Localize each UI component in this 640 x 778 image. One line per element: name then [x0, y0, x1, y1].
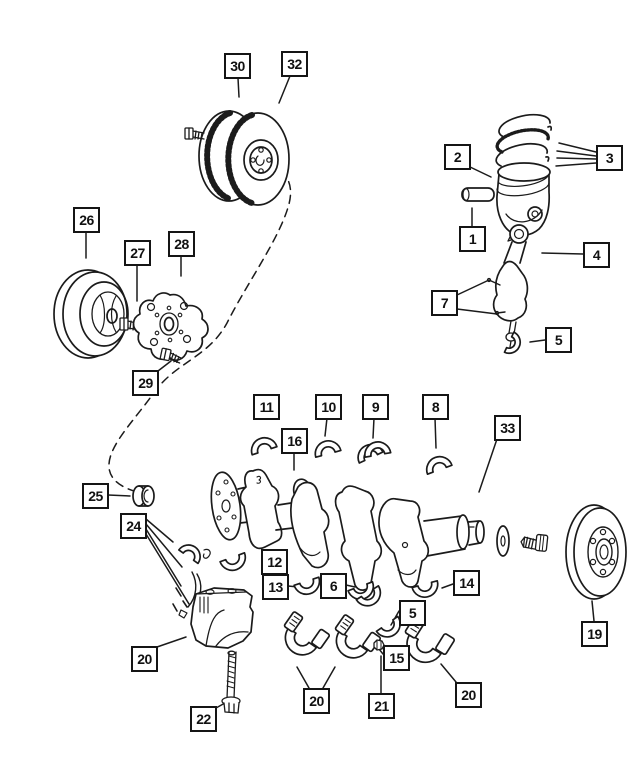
piston-pin	[462, 188, 494, 201]
callout-20-right[interactable]: 20	[455, 682, 482, 708]
callout-11[interactable]: 11	[253, 394, 280, 420]
upper-bearing-shells	[247, 433, 453, 475]
leader-line	[157, 637, 186, 647]
callout-20-middle[interactable]: 20	[303, 688, 330, 714]
callout-8[interactable]: 8	[422, 394, 449, 420]
crankshaft	[207, 470, 484, 591]
piston	[497, 163, 550, 241]
leader-line	[441, 664, 456, 682]
callout-28[interactable]: 28	[168, 231, 195, 257]
callout-6[interactable]: 6	[320, 573, 347, 599]
leader-line	[442, 584, 453, 588]
flywheel-bolt	[185, 128, 204, 139]
main-bearing-cap-front	[191, 588, 253, 648]
leader-line	[238, 78, 239, 97]
leader-line	[592, 601, 594, 621]
leader-line	[542, 253, 583, 254]
callout-25[interactable]: 25	[82, 483, 109, 509]
callout-24[interactable]: 24	[120, 513, 147, 539]
callout-1[interactable]: 1	[459, 226, 486, 252]
leader-line	[158, 361, 171, 371]
piston-rings	[496, 115, 551, 166]
leader-line	[108, 495, 130, 496]
leader-lines	[86, 76, 596, 708]
callout-5-rod-bearing[interactable]: 5	[545, 327, 572, 353]
stud-nut	[374, 640, 384, 650]
callout-3[interactable]: 3	[596, 145, 623, 171]
callout-33[interactable]: 33	[494, 415, 521, 441]
leader-line	[468, 166, 491, 177]
leader-line	[146, 519, 189, 604]
flywheel	[199, 111, 289, 205]
callout-14[interactable]: 14	[453, 570, 480, 596]
callout-20-left[interactable]: 20	[131, 646, 158, 672]
leader-line	[556, 143, 596, 166]
callout-13[interactable]: 13	[262, 574, 289, 600]
damper-flange	[133, 293, 208, 360]
leader-line	[530, 340, 545, 342]
leader-line	[346, 585, 355, 587]
callout-9[interactable]: 9	[362, 394, 389, 420]
main-bearing-cap	[324, 612, 382, 668]
callout-19[interactable]: 19	[581, 621, 608, 647]
leader-line	[297, 667, 335, 688]
callout-27[interactable]: 27	[124, 240, 151, 266]
flange-bolt	[160, 348, 183, 363]
leader-line	[279, 76, 290, 103]
callout-21[interactable]: 21	[368, 693, 395, 719]
pilot-bushing	[133, 486, 154, 506]
callout-5-main-bearing[interactable]: 5	[399, 600, 426, 626]
callout-32[interactable]: 32	[281, 51, 308, 77]
callout-15[interactable]: 15	[383, 645, 410, 671]
leader-line	[325, 418, 327, 436]
crank-pulley	[54, 270, 128, 358]
callout-10[interactable]: 10	[315, 394, 342, 420]
callout-2[interactable]: 2	[444, 144, 471, 170]
pulley-bolt	[120, 318, 140, 330]
crank-washer	[497, 526, 509, 556]
callout-16[interactable]: 16	[281, 428, 308, 454]
callout-4[interactable]: 4	[583, 242, 610, 268]
reference-dashed-curve	[109, 164, 291, 491]
callout-29[interactable]: 29	[132, 370, 159, 396]
rear-pulley	[566, 505, 626, 599]
leader-line	[457, 280, 497, 314]
pulley-mount-bolt	[520, 533, 548, 552]
connecting-rod	[487, 225, 528, 347]
leader-line	[479, 439, 497, 492]
bearing-cap-bolt	[222, 651, 240, 713]
callout-7[interactable]: 7	[431, 290, 458, 316]
main-bearing-cap	[273, 609, 331, 665]
callout-12[interactable]: 12	[261, 549, 288, 575]
leader-line	[435, 418, 436, 448]
leader-line	[373, 418, 374, 438]
callout-26[interactable]: 26	[73, 207, 100, 233]
callout-22[interactable]: 22	[190, 706, 217, 732]
callout-30[interactable]: 30	[224, 53, 251, 79]
thrust-washers	[173, 539, 210, 618]
